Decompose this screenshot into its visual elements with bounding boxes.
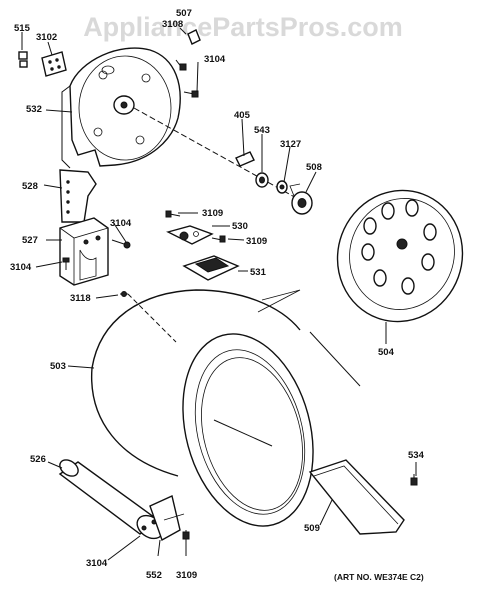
callout-527: 527 [22,235,38,246]
callout-3118: 3118 [70,293,91,304]
drum-to-wheel-line [309,331,361,387]
callout-3102: 3102 [36,32,57,43]
callout-3104-bottom: 3104 [86,558,108,569]
callout-3108: 3108 [162,19,183,30]
callout-504: 504 [378,347,395,358]
part-3127-washer[interactable] [276,180,288,194]
callout-552: 552 [146,570,162,581]
callout-3109-upper: 3109 [202,208,223,219]
callout-531: 531 [250,267,267,278]
screw-3109-upper[interactable] [165,210,181,218]
part-504-front-bulkhead[interactable] [319,173,481,339]
callout-528: 528 [22,181,38,192]
part-405-shaft[interactable] [235,151,255,167]
part-503-drum[interactable] [91,289,334,541]
callout-3104-527-left: 3104 [10,262,32,273]
screw-534[interactable] [410,474,418,486]
axis-line [133,107,301,201]
part-552-bracket[interactable] [149,495,185,542]
part-527-motor-bracket[interactable] [59,217,109,286]
part-531-thermostat[interactable] [182,255,240,281]
callout-3109-lower: 3109 [176,570,197,581]
screw-3104-527-right[interactable] [111,239,131,249]
screw-3118[interactable] [120,291,128,297]
drum-center-line [213,419,273,447]
callout-526: 526 [30,454,46,465]
art-number: (ART NO. WE374E C2) [334,572,424,582]
callout-532: 532 [26,104,42,115]
part-543-bearing[interactable] [255,172,269,188]
part-509-seal[interactable] [308,459,405,535]
screw-3109-lower[interactable] [182,530,190,540]
screw-3108[interactable] [175,59,187,71]
callout-508: 508 [306,162,322,173]
callout-530: 530 [232,221,248,232]
callout-515: 515 [14,23,31,34]
callout-405: 405 [234,110,251,121]
callout-3104-527-right: 3104 [110,218,132,229]
front-bulkhead-guide [257,289,301,313]
part-507-bracket[interactable] [187,29,201,45]
callout-3109-right: 3109 [246,236,267,247]
watermark: AppliancePartsPros.com [83,12,403,42]
screw-3104-527-left[interactable] [62,257,70,270]
screw-3109-right[interactable] [211,235,226,243]
callout-507: 507 [176,8,192,19]
callout-3104-top: 3104 [204,54,226,65]
callout-509: 509 [304,523,320,534]
part-515-clip[interactable] [18,51,28,68]
callout-543: 543 [254,125,270,136]
part-528-bracket[interactable] [59,169,97,223]
callout-3127: 3127 [280,139,301,150]
screw-3104-top[interactable] [183,90,199,98]
drum-guide-line [127,293,177,343]
part-532-rear-bulkhead[interactable] [61,47,181,169]
part-508-roller[interactable] [289,183,313,215]
callout-534: 534 [408,450,425,461]
callout-503: 503 [50,361,66,372]
part-530-thermostat[interactable] [166,225,214,245]
part-526-heater[interactable] [57,457,167,544]
part-3102-pad[interactable] [41,51,67,77]
leader-lines [21,27,417,561]
